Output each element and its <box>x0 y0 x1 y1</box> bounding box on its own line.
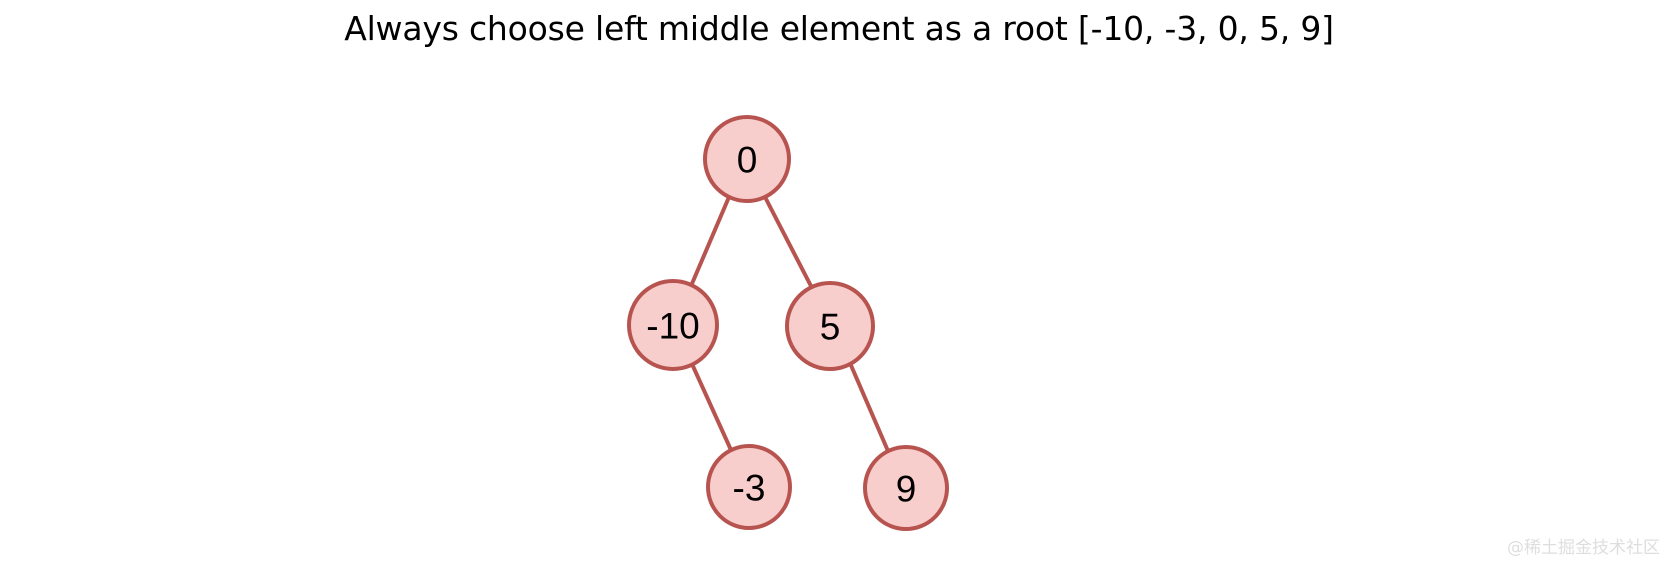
tree-node-circle <box>627 279 719 371</box>
tree-node-0[interactable]: 0 <box>703 115 791 203</box>
tree-node-label: 9 <box>896 469 917 510</box>
node-layer: 0 -10 5 -3 9 <box>627 115 949 531</box>
tree-node--3[interactable]: -3 <box>706 444 792 530</box>
tree-node-5[interactable]: 5 <box>785 281 875 371</box>
tree-node-label: -3 <box>733 468 766 509</box>
page-title: Always choose left middle element as a r… <box>344 9 1334 48</box>
tree-node-9[interactable]: 9 <box>863 445 949 531</box>
tree-node--10[interactable]: -10 <box>627 279 719 371</box>
tree-edge-n0-n1 <box>689 195 731 288</box>
tree-node-label: 0 <box>737 140 758 181</box>
tree-node-label: -10 <box>646 306 699 347</box>
tree-node-label: 5 <box>820 307 841 348</box>
tree-edge-n2-n4 <box>848 361 890 453</box>
tree-node-circle <box>706 444 792 530</box>
tree-node-circle <box>785 281 875 371</box>
tree-node-circle <box>863 445 949 531</box>
watermark: @稀土掘金技术社区 <box>1507 538 1660 558</box>
edge-layer <box>689 195 890 453</box>
tree-edge-n0-n2 <box>763 195 814 290</box>
tree-node-circle <box>703 115 791 203</box>
tree-edge-n1-n3 <box>690 362 733 452</box>
